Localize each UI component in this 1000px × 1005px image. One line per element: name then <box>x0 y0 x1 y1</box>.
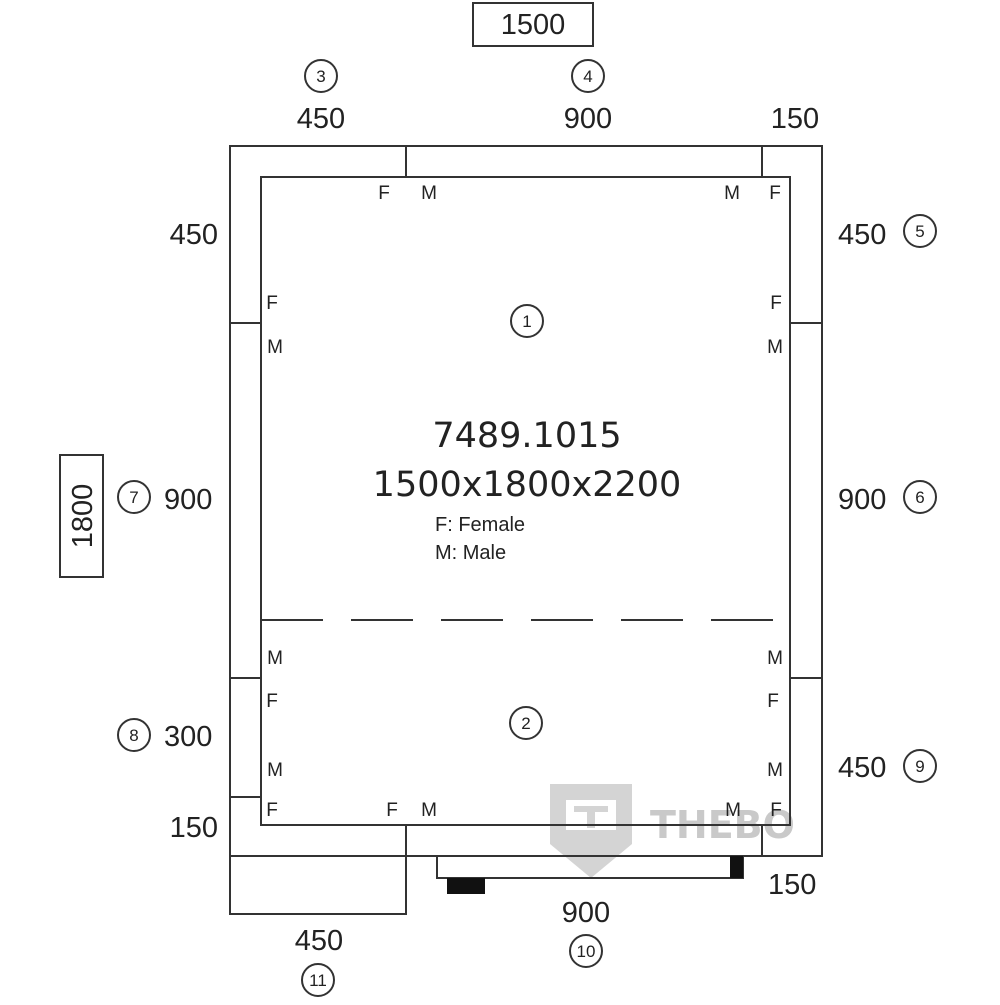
connector-male: M <box>767 337 783 358</box>
panel-numbers: 3 4 5 1 7 6 2 8 9 10 11 <box>117 59 937 997</box>
connector-male: M <box>267 337 283 358</box>
inner-floor <box>260 176 791 826</box>
panel-circle-1 <box>510 304 544 338</box>
size-label-bottom-right: 150 <box>768 869 816 901</box>
size-label-3: 450 <box>297 103 345 135</box>
connector-female: F <box>378 183 390 204</box>
connector-female: F <box>770 293 782 314</box>
size-label-5: 450 <box>838 219 886 251</box>
model-dimensions: 1500x1800x2200 <box>373 465 682 505</box>
panel-size-labels: 450 900 150 450 450 900 900 300 450 150 … <box>164 103 886 957</box>
size-label-bottom-left-side: 150 <box>170 812 218 844</box>
connector-male: M <box>767 760 783 781</box>
connector-male: M <box>724 183 740 204</box>
size-label-6: 900 <box>838 484 886 516</box>
connector-male: M <box>267 760 283 781</box>
size-label-11: 450 <box>295 925 343 957</box>
panel-number-6: 6 <box>915 488 924 507</box>
connector-female: F <box>266 293 278 314</box>
panel-number-8: 8 <box>129 726 138 745</box>
panel-number-5: 5 <box>915 222 924 241</box>
overall-depth-box <box>59 454 104 578</box>
panel-number-9: 9 <box>915 757 924 776</box>
extension-box <box>229 856 407 915</box>
connector-male: M <box>767 648 783 669</box>
panel-number-2: 2 <box>521 714 530 733</box>
size-label-9: 450 <box>838 752 886 784</box>
connector-male: M <box>421 800 437 821</box>
connector-female: F <box>767 691 779 712</box>
size-label-top-left-side: 450 <box>170 219 218 251</box>
thebo-watermark: THEBO <box>550 784 795 878</box>
connector-female: F <box>386 800 398 821</box>
panel-circle-6 <box>903 480 937 514</box>
panel-circle-8 <box>117 718 151 752</box>
panel-number-10: 10 <box>577 942 596 961</box>
size-label-7: 900 <box>164 484 212 516</box>
panel-number-7: 7 <box>129 488 138 507</box>
model-code: 7489.1015 <box>432 416 621 456</box>
panel-circle-5 <box>903 214 937 248</box>
panel-circle-10 <box>569 934 603 968</box>
legend-female: F: Female <box>435 514 525 536</box>
panel-number-11: 11 <box>309 971 327 990</box>
panel-number-3: 3 <box>316 67 325 86</box>
panel-number-1: 1 <box>522 312 531 331</box>
panel-circle-3 <box>304 59 338 93</box>
panel-joints <box>230 146 822 856</box>
connector-markers: F M M F F M F M M F M F M F M F F M M <box>266 183 783 821</box>
connector-male: M <box>421 183 437 204</box>
size-label-4: 900 <box>564 103 612 135</box>
overall-depth: 1800 <box>67 484 99 549</box>
panel-circle-9 <box>903 749 937 783</box>
overall-width: 1500 <box>501 9 566 41</box>
connector-female: F <box>266 691 278 712</box>
panel-circle-11 <box>301 963 335 997</box>
connector-female: F <box>770 800 782 821</box>
panel-number-4: 4 <box>583 67 592 86</box>
watermark-logo-tip <box>550 844 632 878</box>
panel-circle-2 <box>509 706 543 740</box>
size-label-8: 300 <box>164 721 212 753</box>
legend-male: M: Male <box>435 542 506 564</box>
size-label-10: 900 <box>562 897 610 929</box>
door-hinge-right <box>730 856 743 878</box>
connector-female: F <box>266 800 278 821</box>
door-hinge-left <box>447 878 485 894</box>
door-threshold <box>436 855 744 894</box>
overall-width-box <box>472 2 594 47</box>
panel-circle-4 <box>571 59 605 93</box>
connector-male: M <box>267 648 283 669</box>
size-label-top-right: 150 <box>771 103 819 135</box>
connector-female: F <box>769 183 781 204</box>
connector-male: M <box>725 800 741 821</box>
watermark-logo-t-stem <box>587 806 595 828</box>
panel-circle-7 <box>117 480 151 514</box>
